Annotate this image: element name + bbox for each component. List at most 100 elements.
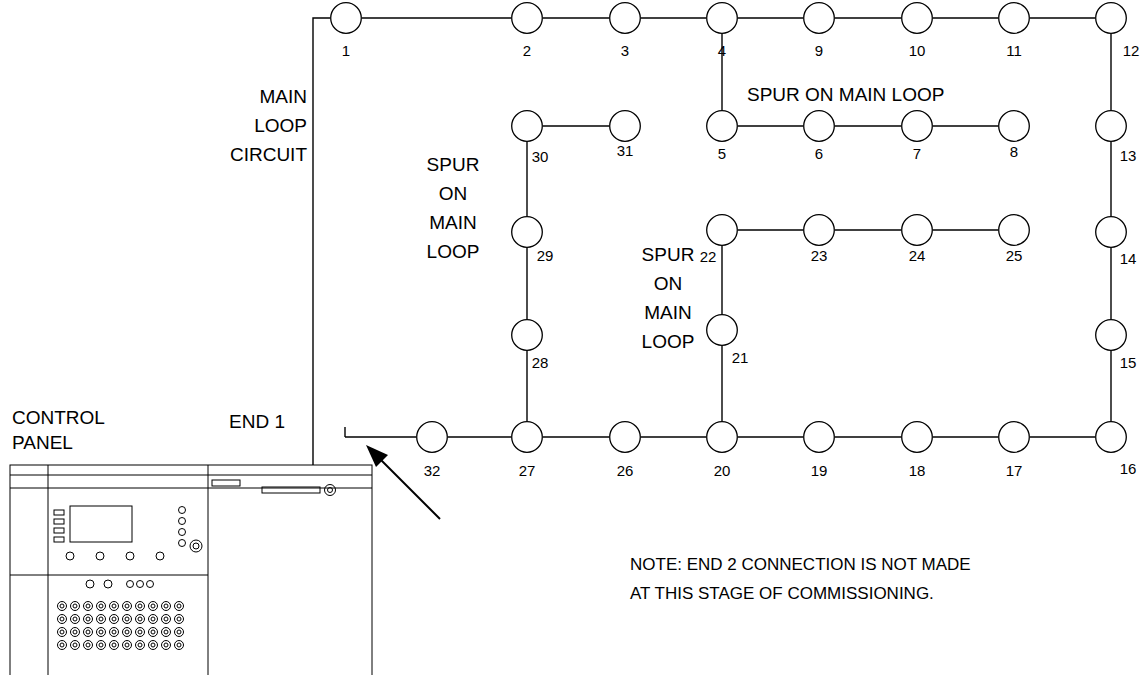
detector-outline (1095, 216, 1127, 248)
loop-wire (1110, 142, 1111, 216)
detector-circle: 13 (1095, 110, 1127, 142)
device-number: 11 (1006, 42, 1022, 59)
loop-wire (543, 125, 609, 126)
device-number: 31 (617, 142, 634, 159)
detector-circle: 15 (1095, 319, 1127, 351)
detector-outline (901, 110, 933, 142)
loop-wire (835, 229, 901, 230)
device-number: 16 (1120, 460, 1137, 477)
end-label: END 1 (229, 407, 285, 436)
loop-wire (362, 17, 511, 18)
detector-outline (706, 2, 738, 34)
device-number: 29 (537, 247, 554, 264)
loop-wire (738, 17, 803, 18)
panel-housing (10, 465, 372, 675)
detector-circle: 21 (706, 314, 738, 346)
device-number: 10 (909, 42, 926, 59)
detector-circle: 26 (609, 421, 641, 453)
loop-wire (835, 125, 901, 126)
circuit-label: SPUR ON MAIN LOOP (747, 80, 944, 109)
device-number: 13 (1120, 147, 1137, 164)
loop-wire (526, 142, 527, 216)
detector-circle: 32 (416, 421, 448, 453)
detector-circle: 29 (511, 216, 543, 248)
loop-wire (835, 436, 901, 437)
detector-circle: 5 (706, 110, 738, 142)
loop-wire (1110, 351, 1111, 421)
device-number: 6 (815, 145, 823, 162)
loop-wire (543, 17, 609, 18)
detector-circle: 2 (511, 2, 543, 34)
open-end-wire (345, 436, 416, 437)
detector-outline (706, 314, 738, 346)
detector-outline (901, 2, 933, 34)
device-number: 2 (523, 42, 531, 59)
loop-wire (1110, 248, 1111, 319)
device-number: 9 (815, 42, 823, 59)
detector-circle: 31 (609, 110, 641, 142)
detector-circle: 7 (901, 110, 933, 142)
loop-wire (933, 17, 998, 18)
panel-heading: CONTROL PANEL (12, 405, 104, 455)
detector-circle: 10 (901, 2, 933, 34)
detector-outline (998, 421, 1030, 453)
detector-outline (609, 2, 641, 34)
loop-wire (738, 436, 803, 437)
device-number: 1 (342, 42, 350, 59)
detector-circle: 30 (511, 110, 543, 142)
loop-wire (933, 125, 998, 126)
device-number: 32 (424, 462, 441, 479)
detector-circle: 14 (1095, 216, 1127, 248)
detector-circle: 9 (803, 2, 835, 34)
detector-outline (609, 421, 641, 453)
device-number: 19 (811, 462, 828, 479)
device-number: 26 (617, 462, 634, 479)
loop-wire (1110, 34, 1111, 110)
device-number: 20 (714, 462, 731, 479)
detector-circle: 19 (803, 421, 835, 453)
detector-outline (803, 110, 835, 142)
detector-circle: 8 (998, 110, 1030, 142)
connectors (313, 18, 1111, 465)
device-number: 23 (811, 247, 828, 264)
detector-outline (1095, 2, 1127, 34)
circuit-label: SPUR ON MAIN LOOP (642, 240, 695, 356)
loop-wire (721, 246, 722, 314)
detector-circle: 28 (511, 319, 543, 351)
detector-circle: 18 (901, 421, 933, 453)
detector-circle: 23 (803, 214, 835, 246)
detector-circle: 12 (1095, 2, 1127, 34)
note-text: NOTE: END 2 CONNECTION IS NOT MADE AT TH… (630, 550, 975, 608)
device-number: 30 (532, 148, 549, 165)
detector-outline (803, 2, 835, 34)
device-number: 7 (913, 145, 921, 162)
detector-outline (803, 214, 835, 246)
detector-outline (1095, 319, 1127, 351)
detector-outline (511, 421, 543, 453)
detector-circle: 6 (803, 110, 835, 142)
detector-outline (511, 2, 543, 34)
detector-outline (901, 421, 933, 453)
device-number: 22 (700, 248, 717, 265)
detector-outline (706, 214, 738, 246)
device-number: 12 (1123, 42, 1140, 59)
device-number: 27 (519, 462, 536, 479)
detector-outline (1095, 421, 1127, 453)
loop-wire (526, 248, 527, 319)
detector-circle: 27 (511, 421, 543, 453)
device-number: 4 (718, 42, 726, 59)
loop-wire (933, 229, 998, 230)
detector-outline (998, 2, 1030, 34)
loop-wire (738, 229, 803, 230)
detector-circle: 11 (998, 2, 1030, 34)
detector-outline (706, 421, 738, 453)
detector-circle: 22 (706, 214, 738, 246)
detector-circle: 16 (1095, 421, 1127, 453)
note-arrow (366, 445, 440, 519)
device-number: 21 (732, 349, 749, 366)
detector-outline (998, 110, 1030, 142)
detector-circle: 17 (998, 421, 1030, 453)
circuit-label: SPUR ON MAIN LOOP (427, 150, 480, 266)
